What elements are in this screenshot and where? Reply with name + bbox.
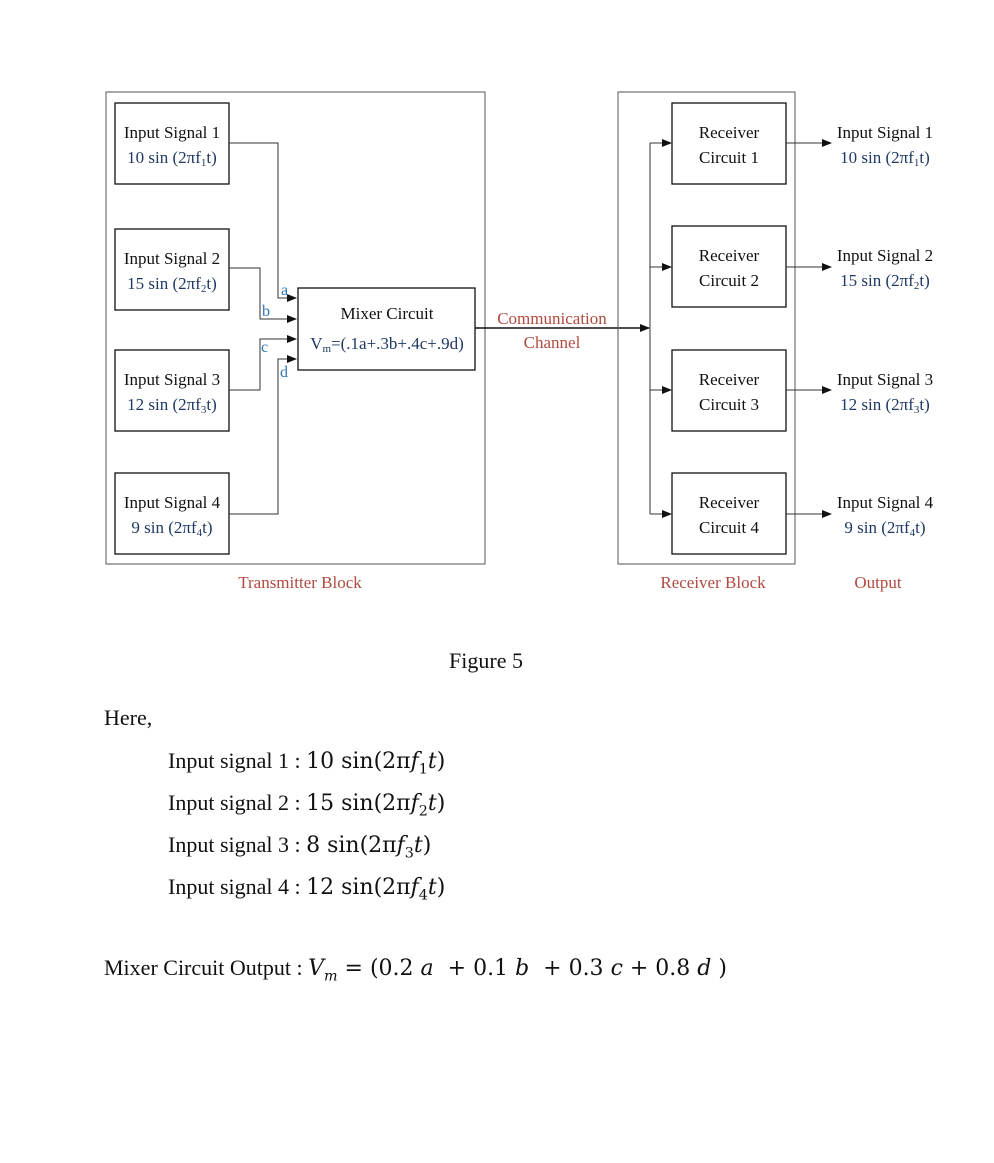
svg-text:Receiver: Receiver bbox=[699, 370, 760, 389]
svg-text:Input Signal 3: Input Signal 3 bbox=[837, 370, 933, 389]
block-diagram: Input Signal 1 10 sin (2πf1t) Input Sign… bbox=[105, 91, 934, 592]
signal-row-1: Input signal 1 : 10 sin(2πf1t) bbox=[168, 748, 446, 778]
output-wires bbox=[786, 139, 832, 518]
svg-text:Circuit 4: Circuit 4 bbox=[699, 518, 759, 537]
svg-text:Circuit 2: Circuit 2 bbox=[699, 271, 759, 290]
svg-text:Receiver: Receiver bbox=[699, 246, 760, 265]
output-signal-2: Input Signal 2 15 sin (2πf2t) bbox=[837, 246, 933, 292]
svg-text:Circuit 1: Circuit 1 bbox=[699, 148, 759, 167]
port-label-d: d bbox=[280, 364, 288, 381]
receiver-circuit-4: Receiver Circuit 4 bbox=[671, 472, 787, 555]
channel-label-2: Channel bbox=[524, 333, 581, 352]
input-wires bbox=[229, 142, 297, 515]
receiver-circuit-3: Receiver Circuit 3 bbox=[671, 349, 787, 432]
channel-label-1: Communication bbox=[497, 309, 607, 328]
svg-text:9 sin (2πf4t): 9 sin (2πf4t) bbox=[844, 518, 925, 539]
signal-row-4: Input signal 4 : 12 sin(2πf4t) bbox=[168, 874, 446, 904]
input-name-4: Input Signal 4 bbox=[124, 493, 221, 512]
transmitter-block-label: Transmitter Block bbox=[238, 573, 362, 592]
receiver-bus bbox=[649, 139, 672, 518]
signal-list: Input signal 1 : 10 sin(2πf1t) Input sig… bbox=[168, 745, 445, 913]
svg-text:Input Signal 2: Input Signal 2 bbox=[837, 246, 933, 265]
port-label-a: a bbox=[281, 282, 288, 299]
svg-text:Receiver: Receiver bbox=[699, 123, 760, 142]
svg-text:Input Signal 4: Input Signal 4 bbox=[837, 493, 934, 512]
mixer-formula: Vm=(.1a+.3b+.4c+.9d) bbox=[310, 334, 464, 355]
port-label-c: c bbox=[261, 339, 268, 356]
svg-text:Circuit 3: Circuit 3 bbox=[699, 395, 759, 414]
svg-text:Input Signal 1: Input Signal 1 bbox=[837, 123, 933, 142]
input-name-3: Input Signal 3 bbox=[124, 370, 220, 389]
svg-text:10 sin (2πf1t): 10 sin (2πf1t) bbox=[840, 148, 930, 169]
input-box-1: Input Signal 1 10 sin (2πf1t) bbox=[114, 102, 230, 185]
input-name-1: Input Signal 1 bbox=[124, 123, 220, 142]
receiver-block bbox=[617, 91, 796, 565]
signal-row-2: Input signal 2 : 15 sin(2πf2t) bbox=[168, 790, 446, 820]
receiver-circuit-1: Receiver Circuit 1 bbox=[671, 102, 787, 185]
mixer-circuit-box: Mixer Circuit Vm=(.1a+.3b+.4c+.9d) bbox=[297, 287, 476, 371]
here-label: Here, bbox=[104, 705, 153, 730]
mixer-title: Mixer Circuit bbox=[340, 304, 433, 323]
receiver-block-label: Receiver Block bbox=[660, 573, 766, 592]
output-signal-3: Input Signal 3 12 sin (2πf3t) bbox=[837, 370, 933, 416]
svg-text:Receiver: Receiver bbox=[699, 493, 760, 512]
svg-text:15 sin (2πf2t): 15 sin (2πf2t) bbox=[840, 271, 930, 292]
svg-text:12 sin (2πf3t): 12 sin (2πf3t) bbox=[127, 395, 217, 416]
svg-text:9 sin (2πf4t): 9 sin (2πf4t) bbox=[131, 518, 212, 539]
input-box-3: Input Signal 3 12 sin (2πf3t) bbox=[114, 349, 230, 432]
input-box-2: Input Signal 2 15 sin (2πf2t) bbox=[114, 228, 230, 311]
mixer-output-equation: Mixer Circuit Output : Vm = (0.2 a + 0.1… bbox=[104, 955, 727, 985]
output-label: Output bbox=[854, 573, 902, 592]
port-label-b: b bbox=[262, 303, 270, 320]
input-name-2: Input Signal 2 bbox=[124, 249, 220, 268]
figure-caption: Figure 5 bbox=[449, 648, 523, 673]
svg-text:15 sin (2πf2t): 15 sin (2πf2t) bbox=[127, 274, 217, 295]
svg-text:12 sin (2πf3t): 12 sin (2πf3t) bbox=[840, 395, 930, 416]
svg-text:10 sin (2πf1t): 10 sin (2πf1t) bbox=[127, 148, 217, 169]
output-signal-1: Input Signal 1 10 sin (2πf1t) bbox=[837, 123, 933, 169]
output-signal-4: Input Signal 4 9 sin (2πf4t) bbox=[837, 493, 934, 539]
receiver-circuit-2: Receiver Circuit 2 bbox=[671, 225, 787, 308]
signal-row-3: Input signal 3 : 8 sin(2πf3t) bbox=[168, 832, 432, 862]
input-box-4: Input Signal 4 9 sin (2πf4t) bbox=[114, 472, 230, 555]
